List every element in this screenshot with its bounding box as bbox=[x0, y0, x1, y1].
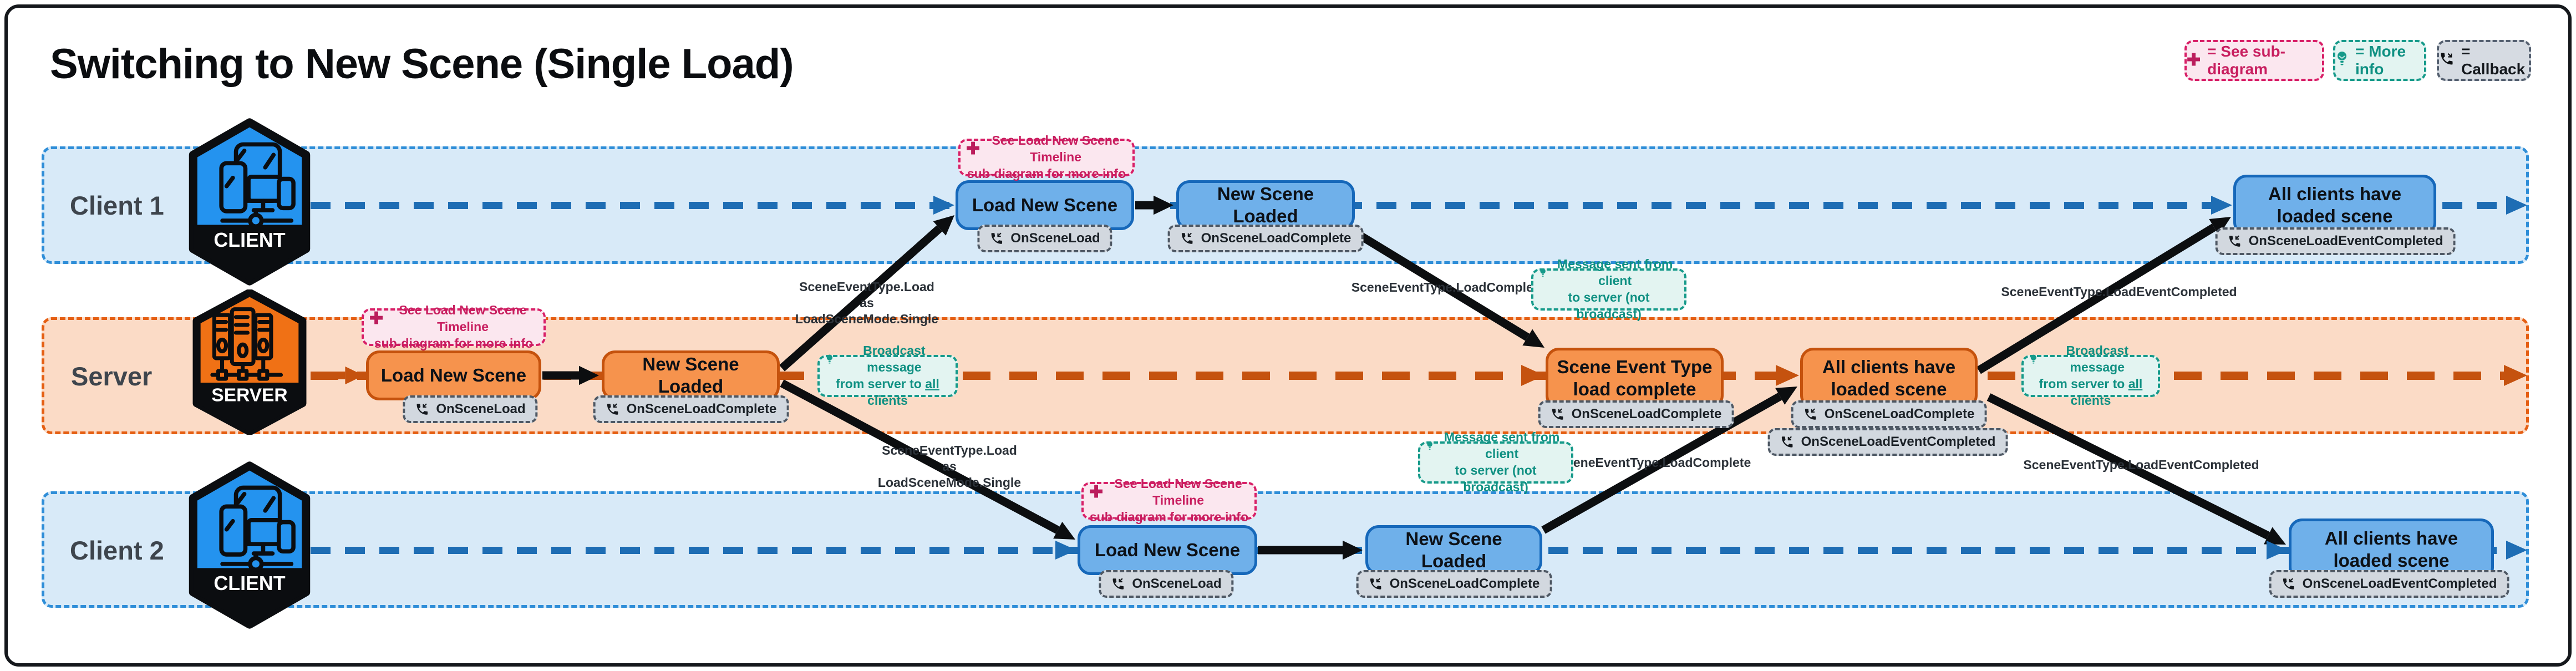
callback-phone-icon bbox=[2439, 51, 2455, 70]
arrowhead bbox=[933, 196, 954, 215]
arrowhead bbox=[2506, 196, 2527, 215]
client1-badge-label: CLIENT bbox=[214, 229, 285, 251]
flow-arrow bbox=[1541, 393, 1782, 534]
node-client2-new-scene-loaded: New Scene Loaded bbox=[1365, 525, 1542, 575]
callback-chip: OnSceneLoadComplete bbox=[1538, 400, 1734, 428]
arrowhead bbox=[1521, 365, 1544, 386]
callback-chip: OnSceneLoadComplete bbox=[1791, 400, 1987, 428]
legend-see-sub-diagram: ✚ = See sub-diagram bbox=[2184, 40, 2324, 81]
arrowhead bbox=[2267, 541, 2288, 560]
arrowhead bbox=[1055, 541, 1076, 560]
node-server-new-scene-loaded: New Scene Loaded bbox=[602, 350, 780, 400]
lightbulb-icon bbox=[1540, 268, 1546, 277]
callback-chip: OnSceneLoadComplete bbox=[593, 395, 789, 423]
arrowhead bbox=[2504, 365, 2527, 386]
callback-phone-icon bbox=[416, 403, 428, 415]
plus-icon: ✚ bbox=[2187, 51, 2201, 69]
edge-label-load-single-client1: SceneEventType.Load as LoadSceneMode.Sin… bbox=[795, 279, 939, 326]
legend-callback-label: = Callback bbox=[2461, 43, 2526, 78]
legend-more-info-label: = More info bbox=[2355, 43, 2406, 78]
flow-arrow bbox=[1354, 229, 1530, 341]
arrowhead bbox=[1343, 540, 1363, 560]
arrowhead bbox=[1053, 521, 1075, 540]
legend-callback: = Callback bbox=[2437, 40, 2531, 81]
arrowhead bbox=[2211, 196, 2232, 215]
callback-phone-icon bbox=[2283, 578, 2294, 589]
callback-chip: OnSceneLoad bbox=[1099, 570, 1234, 598]
legend-more-info: = More info bbox=[2333, 40, 2426, 81]
callback-phone-icon bbox=[1370, 578, 1381, 589]
client1-badge: CLIENT bbox=[187, 118, 312, 288]
callback-chip: OnSceneLoadComplete bbox=[1167, 225, 1364, 252]
node-client1-all-clients-loaded: All clients have loaded scene bbox=[2233, 175, 2436, 236]
callback-chip: OnSceneLoadEventCompleted bbox=[2215, 227, 2456, 255]
legend-sub-diagram-label: = See sub-diagram bbox=[2207, 43, 2285, 78]
callback-chip: OnSceneLoadEventCompleted bbox=[1767, 428, 2008, 456]
node-client1-load-new-scene: Load New Scene bbox=[956, 180, 1134, 230]
callback-phone-icon bbox=[1112, 578, 1124, 589]
note-message-client1: Message sent from client to server (not … bbox=[1531, 257, 1686, 321]
plus-icon: ✚ bbox=[369, 309, 384, 328]
callback-chip: OnSceneLoadComplete bbox=[1356, 570, 1552, 598]
client2-badge-label: CLIENT bbox=[214, 572, 285, 594]
callback-phone-icon bbox=[1781, 436, 1793, 448]
note-sub-diagram-client1: ✚See Load New Scene Timeline sub-diagram… bbox=[958, 133, 1135, 181]
client2-badge: CLIENT bbox=[187, 461, 312, 632]
node-client2-load-new-scene: Load New Scene bbox=[1078, 525, 1257, 575]
arrowhead bbox=[1776, 365, 1799, 386]
callback-chip: OnSceneLoad bbox=[403, 395, 538, 423]
callback-phone-icon bbox=[2229, 235, 2240, 247]
edge-label-load-event-completed-client1: SceneEventType.LoadEventCompleted bbox=[2001, 284, 2237, 299]
edge-label-load-complete-client2: SceneEventType.LoadComplete bbox=[1557, 455, 1751, 470]
server-badge: SERVER bbox=[191, 288, 308, 438]
arrowhead bbox=[2264, 527, 2286, 545]
callback-chip: OnSceneLoad bbox=[977, 225, 1112, 252]
arrowhead bbox=[1522, 329, 1544, 348]
callback-phone-icon bbox=[1805, 408, 1816, 420]
arrowhead bbox=[933, 215, 954, 236]
callback-chip: OnSceneLoadEventCompleted bbox=[2269, 570, 2509, 598]
callback-phone-icon bbox=[607, 403, 618, 415]
callback-phone-icon bbox=[1552, 408, 1563, 420]
flow-arrow bbox=[779, 225, 943, 372]
note-sub-diagram-client2: ✚See Load New Scene Timeline sub-diagram… bbox=[1081, 476, 1257, 524]
edge-label-load-single-client2: SceneEventType.Load as LoadSceneMode.Sin… bbox=[877, 443, 1022, 490]
callback-phone-icon bbox=[991, 232, 1003, 244]
arrowhead bbox=[1775, 387, 1797, 405]
arrowhead bbox=[1154, 195, 1173, 215]
arrowhead bbox=[579, 365, 599, 385]
edge-label-load-event-completed-client2: SceneEventType.LoadEventCompleted bbox=[2023, 458, 2259, 472]
plus-icon: ✚ bbox=[1089, 483, 1104, 502]
node-server-all-clients-loaded: All clients have loaded scene bbox=[1800, 348, 1978, 409]
flow-arrow bbox=[1977, 223, 2217, 374]
page-title: Switching to New Scene (Single Load) bbox=[50, 40, 794, 88]
callback-phone-icon bbox=[1181, 232, 1193, 244]
lane-label-client1: Client 1 bbox=[70, 191, 164, 220]
note-broadcast-2: Broadcast message from server to all cli… bbox=[2021, 343, 2160, 408]
node-server-scene-event-load-complete: Scene Event Type load complete bbox=[1546, 348, 1724, 409]
note-broadcast-1: Broadcast message from server to all cli… bbox=[817, 343, 958, 408]
arrowhead bbox=[345, 366, 364, 385]
edge-label-load-complete-client1: SceneEventType.LoadComplete bbox=[1351, 280, 1545, 294]
note-message-client2: Message sent from client to server (not … bbox=[1418, 430, 1573, 494]
flow-arrow bbox=[780, 379, 1060, 534]
lane-label-server: Server bbox=[71, 362, 153, 391]
note-sub-diagram-server: ✚See Load New Scene Timeline sub-diagram… bbox=[362, 303, 546, 350]
lane-label-client2: Client 2 bbox=[70, 536, 164, 565]
flow-arrow bbox=[1986, 393, 2270, 540]
node-server-load-new-scene: Load New Scene bbox=[366, 350, 541, 400]
lightbulb-icon bbox=[826, 354, 833, 364]
arrowhead bbox=[2209, 217, 2231, 236]
lightbulb-icon bbox=[2335, 50, 2349, 71]
arrowhead bbox=[2506, 541, 2527, 560]
lightbulb-icon bbox=[2030, 354, 2036, 364]
client1-timeline bbox=[311, 202, 2507, 209]
server-badge-label: SERVER bbox=[211, 385, 287, 406]
plus-icon: ✚ bbox=[966, 140, 980, 159]
node-client1-new-scene-loaded: New Scene Loaded bbox=[1176, 180, 1355, 230]
lightbulb-icon bbox=[1427, 441, 1432, 450]
